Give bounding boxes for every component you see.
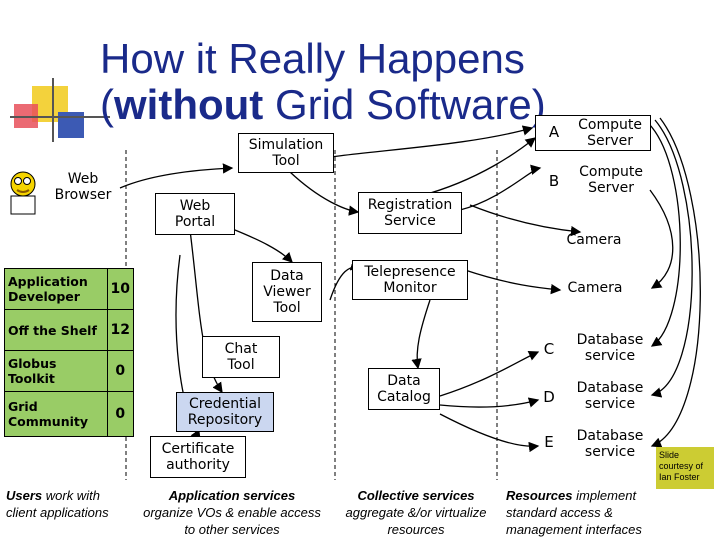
footer-users: Users work with client applications xyxy=(6,488,109,520)
courtesy-badge: Slide courtesy of Ian Foster xyxy=(656,447,714,489)
title-line-2: (without Grid Software) xyxy=(100,81,546,128)
logo-line-v xyxy=(52,78,54,142)
title-line-1: How it Really Happens xyxy=(100,35,525,82)
resource-letter-c: C xyxy=(543,340,555,358)
user-avatar-icon xyxy=(10,171,36,215)
logo-line-h xyxy=(10,116,110,118)
database-d-node: Database service xyxy=(576,379,644,412)
avatar xyxy=(4,168,42,216)
database-e-node: Database service xyxy=(576,427,644,460)
registration-service-node: Registration Service xyxy=(358,192,462,234)
web-portal-node: Web Portal xyxy=(155,193,235,235)
compute-server-a-node: Compute Server xyxy=(535,115,651,151)
row-label: Globus Toolkit xyxy=(4,350,108,392)
arrows xyxy=(119,117,701,453)
resource-letter-e: E xyxy=(544,433,554,451)
compute-server-b-node: Compute Server xyxy=(579,163,643,196)
page-title: How it Really Happens (without Grid Soft… xyxy=(100,36,600,128)
title-bold-word: without xyxy=(114,81,264,128)
certificate-authority-node: Certificate authority xyxy=(150,436,246,478)
row-label: Grid Community xyxy=(4,391,108,437)
data-viewer-tool-node: Data Viewer Tool xyxy=(252,262,322,322)
camera-2-node: Camera xyxy=(567,279,623,296)
web-browser-node: Web Browser xyxy=(54,170,112,203)
footer-resources: Resources implement standard access & ma… xyxy=(506,488,642,537)
data-catalog-node: Data Catalog xyxy=(368,368,440,410)
database-c-node: Database service xyxy=(576,331,644,364)
row-value: 0 xyxy=(106,350,135,392)
row-value: 10 xyxy=(106,268,135,310)
row-label: Off the Shelf xyxy=(4,309,108,351)
camera-1-node: Camera xyxy=(566,231,622,248)
row-value: 0 xyxy=(106,391,135,437)
telepresence-monitor-node: Telepresence Monitor xyxy=(352,260,468,300)
chat-tool-node: Chat Tool xyxy=(202,336,280,378)
credential-repository-node: Credential Repository xyxy=(176,392,274,432)
row-value: 12 xyxy=(106,309,135,351)
resource-letter-a: A xyxy=(548,123,560,141)
resource-letter-b: B xyxy=(548,172,560,190)
simulation-tool-node: Simulation Tool xyxy=(238,133,334,173)
row-label: Application Developer xyxy=(4,268,108,310)
resource-letter-d: D xyxy=(543,388,555,406)
